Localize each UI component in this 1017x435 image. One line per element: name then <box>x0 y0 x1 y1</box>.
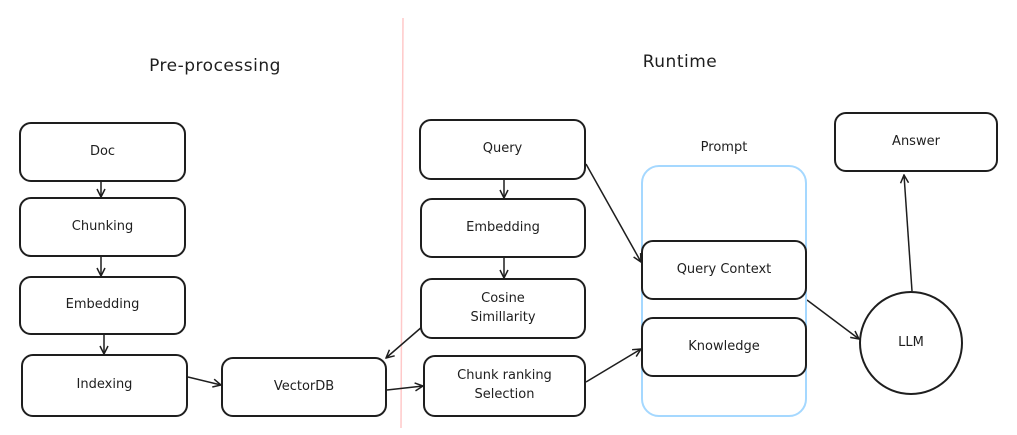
chunking-node: Chunking <box>19 197 186 257</box>
arrow-vectordb-to-chunk-ranking <box>386 386 423 390</box>
cosine-similarity-node: Cosine Simillarity <box>420 278 586 339</box>
arrow-indexing-to-vectordb <box>187 376 221 385</box>
query-node: Query <box>419 119 586 180</box>
chunk-ranking-node: Chunk ranking Selection <box>423 355 586 417</box>
section-divider <box>400 17 404 429</box>
arrow-chunk-ranking-to-knowledge <box>585 349 641 383</box>
arrow-cosine-to-vectordb <box>386 325 424 358</box>
answer-node: Answer <box>834 112 998 172</box>
query-context-node: Query Context <box>641 240 807 300</box>
vectordb-node: VectorDB <box>221 357 387 417</box>
arrow-query-to-query-context <box>585 163 641 262</box>
knowledge-node: Knowledge <box>641 317 807 377</box>
doc-node: Doc <box>19 122 186 182</box>
arrow-query-context-to-llm <box>806 299 859 339</box>
arrow-llm-to-answer <box>904 175 913 292</box>
llm-node: LLM <box>859 291 963 395</box>
indexing-node: Indexing <box>21 354 188 417</box>
runtime-title: Runtime <box>642 52 718 72</box>
embedding-runtime-node: Embedding <box>420 198 586 258</box>
embedding-preprocessing-node: Embedding <box>19 276 186 335</box>
preprocessing-title: Pre-processing <box>149 56 281 76</box>
prompt-label: Prompt <box>700 140 748 155</box>
